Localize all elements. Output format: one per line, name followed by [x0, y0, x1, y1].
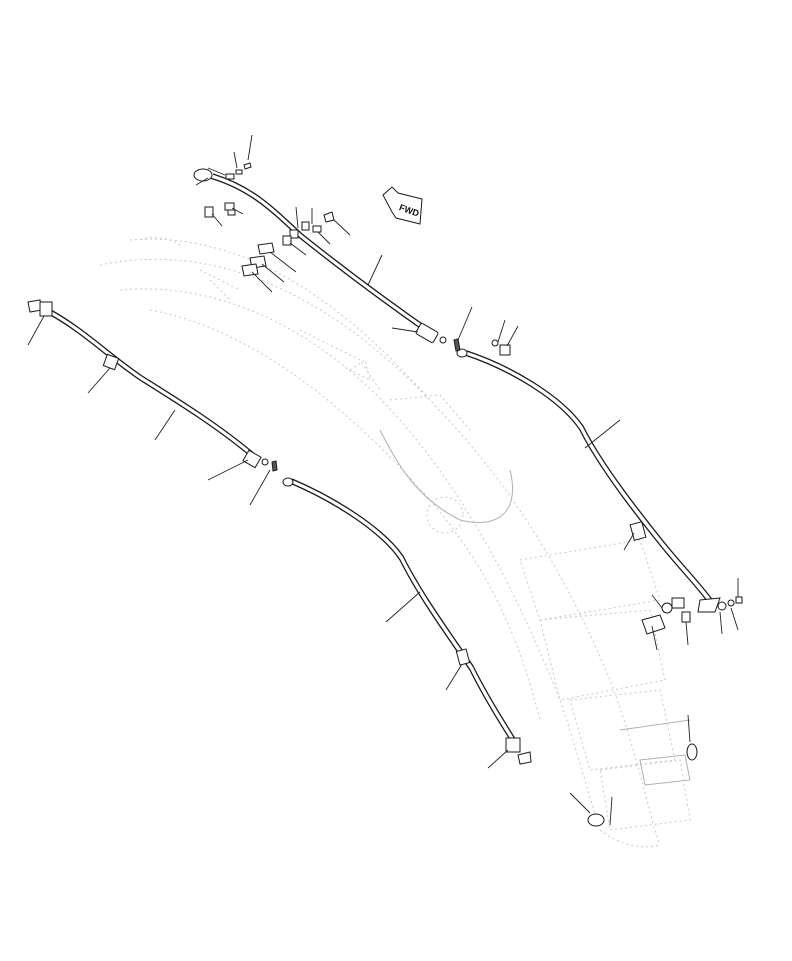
hose-end-fitting-bottom: [697, 597, 721, 613]
o-ring: [261, 458, 269, 466]
spacer: [301, 221, 310, 231]
lower-hose-assembly: [282, 477, 605, 827]
nut: [312, 225, 322, 233]
hose-end-fitting-bottom: [242, 449, 262, 469]
clamp-block: [282, 235, 292, 246]
boom-ghost-outline: [99, 237, 691, 848]
washer: [661, 602, 673, 614]
hose-clamp: [629, 521, 647, 541]
o-ring: [439, 336, 447, 344]
hose-end-fitting-bottom: [505, 737, 521, 753]
hose-end-fitting-bottom: [415, 323, 439, 343]
hose-end-fitting-top: [282, 477, 294, 487]
hose-clamp: [289, 229, 299, 239]
hose-end-fitting-top: [193, 168, 213, 182]
bolt-long: [241, 263, 259, 277]
hose-clamp: [455, 648, 471, 666]
washer: [491, 339, 499, 347]
bolt: [671, 597, 685, 609]
pin: [271, 460, 278, 472]
clamp-plate: [641, 614, 666, 635]
clamp-plate: [204, 206, 214, 218]
o-ring-large: [686, 743, 698, 761]
nut: [681, 611, 691, 623]
washer: [717, 601, 727, 611]
upper-hose-assembly: [193, 162, 447, 344]
bolt-long: [257, 242, 275, 255]
hose-clamp: [102, 353, 120, 371]
bolt: [224, 202, 235, 211]
left-hose-assembly: [27, 299, 278, 472]
leader-lines: [27, 134, 739, 826]
hose-end-fitting-top: [456, 348, 468, 358]
nut: [225, 173, 235, 180]
hose-clamp: [39, 301, 53, 317]
o-ring: [727, 599, 735, 607]
washer: [227, 209, 236, 216]
cap: [735, 596, 743, 604]
bolt: [243, 162, 252, 170]
pin: [453, 338, 461, 352]
elbow-fitting: [517, 751, 532, 765]
bolt: [499, 344, 511, 356]
o-ring-large: [587, 813, 605, 827]
fwd-direction-marker: FWD: [382, 186, 423, 225]
bolt: [323, 211, 335, 223]
right-hose-assembly: [453, 338, 743, 761]
washer: [235, 169, 243, 175]
